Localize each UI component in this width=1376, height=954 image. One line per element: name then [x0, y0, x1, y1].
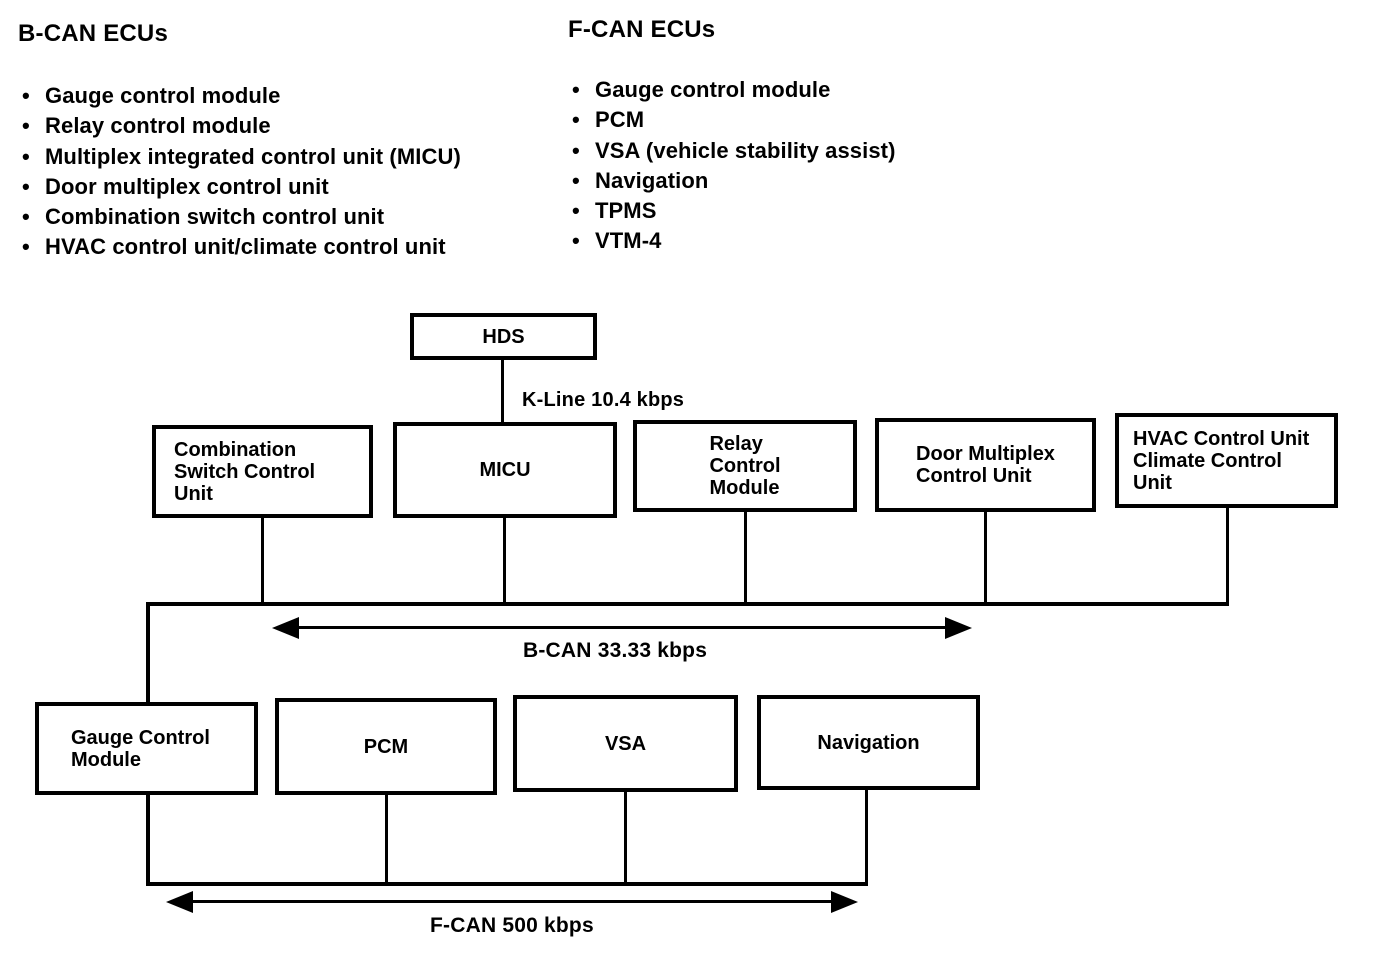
- list-item: TPMS: [568, 196, 896, 227]
- bcan-bus-speed-label: B-CAN 33.33 kbps: [523, 639, 708, 662]
- connector-gauge-fcan-bus: [146, 793, 150, 886]
- connector-pcm-fcan-bus: [385, 793, 388, 886]
- list-item: VTM-4: [568, 226, 896, 257]
- bcan-ecu-items: Gauge control module Relay control modul…: [18, 81, 461, 263]
- connector-navigation-fcan-bus: [865, 788, 868, 886]
- fcan-speed-arrow: [186, 900, 834, 903]
- arrow-left-head-icon: [166, 891, 193, 913]
- list-item: VSA (vehicle stability assist): [568, 136, 896, 167]
- list-item: Gauge control module: [568, 75, 896, 106]
- node-pcm: PCM: [275, 698, 497, 795]
- node-gauge-control-module: Gauge Control Module: [35, 702, 258, 795]
- list-item: Relay control module: [18, 111, 461, 142]
- connector-hds-micu: [501, 358, 504, 424]
- connector-hvac-bcan-bus: [1226, 506, 1229, 606]
- node-label: MICU: [479, 459, 531, 481]
- node-label: VSA: [604, 732, 647, 755]
- fcan-ecu-list-title: F-CAN ECUs: [568, 16, 716, 43]
- list-item: Multiplex integrated control unit (MICU): [18, 142, 461, 173]
- node-label: HDS: [482, 325, 525, 348]
- node-combination-switch-control-unit: Combination Switch Control Unit: [152, 425, 373, 518]
- node-label: Navigation: [817, 731, 920, 754]
- node-relay-control-module: Relay Control Module: [633, 420, 857, 512]
- connector-door-bcan-bus: [984, 510, 987, 606]
- k-line-speed-label: K-Line 10.4 kbps: [522, 389, 685, 411]
- node-vsa: VSA: [513, 695, 738, 792]
- node-door-multiplex-control-unit: Door Multiplex Control Unit: [875, 418, 1096, 512]
- bcan-ecu-list: B-CAN ECUs Gauge control module Relay co…: [18, 20, 461, 263]
- fcan-ecu-list: F-CAN ECUs Gauge control module PCM VSA …: [568, 16, 896, 257]
- node-hds: HDS: [410, 313, 597, 360]
- fcan-bus-line: [147, 882, 868, 886]
- connector-vsa-fcan-bus: [624, 790, 627, 886]
- bcan-speed-arrow: [292, 626, 948, 629]
- arrow-right-head-icon: [945, 617, 972, 639]
- list-item: HVAC control unit/climate control unit: [18, 232, 461, 263]
- connector-bcan-bus-gauge: [146, 602, 150, 704]
- list-item: Combination switch control unit: [18, 202, 461, 233]
- node-label: Door Multiplex Control Unit: [916, 443, 1055, 487]
- connector-micu-bcan-bus: [503, 516, 506, 606]
- list-item: Door multiplex control unit: [18, 172, 461, 203]
- list-item: Gauge control module: [18, 81, 461, 112]
- node-micu: MICU: [393, 422, 617, 518]
- node-label: Gauge Control Module: [71, 726, 210, 771]
- arrow-right-head-icon: [831, 891, 858, 913]
- list-item: PCM: [568, 105, 896, 136]
- connector-relay-bcan-bus: [744, 510, 747, 606]
- list-item: Navigation: [568, 166, 896, 197]
- node-label: PCM: [363, 735, 409, 758]
- fcan-bus-speed-label: F-CAN 500 kbps: [430, 914, 594, 937]
- node-navigation: Navigation: [757, 695, 980, 790]
- fcan-ecu-items: Gauge control module PCM VSA (vehicle st…: [568, 75, 896, 257]
- node-label: HVAC Control Unit Climate Control Unit: [1133, 427, 1310, 494]
- bcan-bus-line: [147, 602, 1229, 606]
- node-label: Combination Switch Control Unit: [174, 438, 316, 505]
- node-hvac-control-unit: HVAC Control Unit Climate Control Unit: [1115, 413, 1338, 508]
- connector-combination-bcan-bus: [261, 516, 264, 606]
- bcan-ecu-list-title: B-CAN ECUs: [18, 20, 169, 47]
- arrow-left-head-icon: [272, 617, 299, 639]
- node-label: Relay Control Module: [709, 433, 781, 499]
